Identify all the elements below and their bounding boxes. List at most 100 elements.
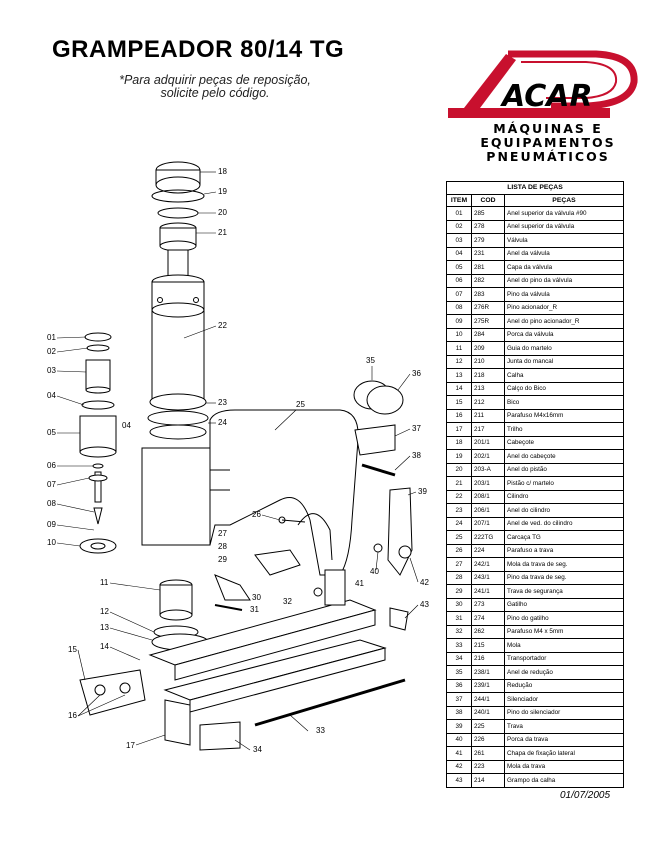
note-line-1: *Para adquirir peças de reposição, xyxy=(119,73,311,87)
label-35: 35 xyxy=(366,356,375,365)
pecas-cell: Anel superior da válvula xyxy=(504,219,624,234)
label-30: 30 xyxy=(252,593,261,602)
item-cell: 13 xyxy=(446,368,472,383)
item-cell: 05 xyxy=(446,260,472,275)
page-title: GRAMPEADOR 80/14 TG xyxy=(52,36,345,63)
cod-cell: 214 xyxy=(471,773,505,788)
item-cell: 26 xyxy=(446,543,472,558)
pecas-cell: Pino da trava de seg. xyxy=(504,570,624,585)
item-cell: 28 xyxy=(446,570,472,585)
cod-cell: 273 xyxy=(471,597,505,612)
cod-cell: 226 xyxy=(471,732,505,747)
cod-cell: 206/1 xyxy=(471,503,505,518)
item-cell: 08 xyxy=(446,300,472,315)
cod-cell: 211 xyxy=(471,408,505,423)
label-11: 11 xyxy=(100,578,109,587)
label-38: 38 xyxy=(412,451,421,460)
cod-cell: 210 xyxy=(471,354,505,369)
pecas-cell: Capa da válvula xyxy=(504,260,624,275)
item-cell: 36 xyxy=(446,678,472,693)
pecas-cell: Mola xyxy=(504,638,624,653)
header-pecas: PEÇAS xyxy=(504,193,624,207)
pecas-cell: Silenciador xyxy=(504,692,624,707)
cod-cell: 201/1 xyxy=(471,435,505,450)
label-14: 14 xyxy=(100,642,109,651)
cod-cell: 213 xyxy=(471,381,505,396)
label-20: 20 xyxy=(218,208,227,217)
item-cell: 11 xyxy=(446,341,472,356)
pecas-cell: Bico xyxy=(504,395,624,410)
head-assembly xyxy=(151,161,205,281)
pecas-cell: Anel da válvula xyxy=(504,246,624,261)
item-cell: 15 xyxy=(446,395,472,410)
valve-assembly xyxy=(79,332,117,554)
label-07: 07 xyxy=(47,480,56,489)
item-cell: 18 xyxy=(446,435,472,450)
label-25: 25 xyxy=(296,400,305,409)
label-03: 03 xyxy=(47,366,56,375)
label-13: 13 xyxy=(100,623,109,632)
pecas-cell: Pino do silenciador xyxy=(504,705,624,720)
item-cell: 27 xyxy=(446,557,472,572)
item-cell: 21 xyxy=(446,476,472,491)
label-12: 12 xyxy=(100,607,109,616)
cod-cell: 283 xyxy=(471,287,505,302)
item-cell: 17 xyxy=(446,422,472,437)
label-43: 43 xyxy=(420,600,429,609)
item-cell: 40 xyxy=(446,732,472,747)
pecas-cell: Transportador xyxy=(504,651,624,666)
label-02: 02 xyxy=(47,347,56,356)
item-cell: 33 xyxy=(446,638,472,653)
pacar-logo: ACAR xyxy=(448,50,638,118)
item-cell: 37 xyxy=(446,692,472,707)
cod-cell: 203-A xyxy=(471,462,505,477)
item-cell: 31 xyxy=(446,611,472,626)
pecas-cell: Anel de ved. do cilindro xyxy=(504,516,624,531)
label-09: 09 xyxy=(47,520,56,529)
label-08: 08 xyxy=(47,499,56,508)
pecas-cell: Pino do gatilho xyxy=(504,611,624,626)
pecas-cell: Anel superior da válvula #90 xyxy=(504,206,624,221)
cod-cell: 242/1 xyxy=(471,557,505,572)
item-cell: 20 xyxy=(446,462,472,477)
pecas-cell: Anel do pistão xyxy=(504,462,624,477)
item-cell: 19 xyxy=(446,449,472,464)
label-39: 39 xyxy=(418,487,427,496)
label-28: 28 xyxy=(218,542,227,551)
table-title: LISTA DE PEÇAS xyxy=(446,181,624,195)
item-cell: 32 xyxy=(446,624,472,639)
label-37: 37 xyxy=(412,424,421,433)
pecas-cell: Chapa de fixação lateral xyxy=(504,746,624,761)
item-cell: 07 xyxy=(446,287,472,302)
pecas-cell: Porca da válvula xyxy=(504,327,624,342)
revision-date: 01/07/2005 xyxy=(560,790,611,801)
pecas-cell: Anel do pino da válvula xyxy=(504,273,624,288)
item-cell: 12 xyxy=(446,354,472,369)
pecas-cell: Pino acionador_R xyxy=(504,300,624,315)
label-34: 34 xyxy=(253,745,262,754)
label-01: 01 xyxy=(47,333,56,342)
item-cell: 03 xyxy=(446,233,472,248)
item-cell: 02 xyxy=(446,219,472,234)
item-cell: 42 xyxy=(446,759,472,774)
